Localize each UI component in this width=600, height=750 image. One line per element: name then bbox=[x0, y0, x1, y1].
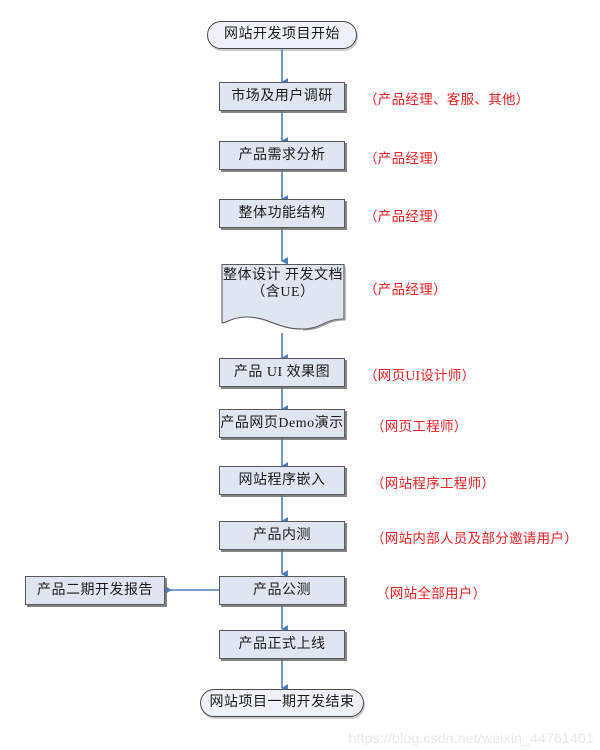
node-web-demo[interactable]: 产品网页Demo演示 bbox=[219, 409, 345, 438]
node-alpha-test-label: 产品内测 bbox=[253, 527, 311, 543]
node-market-research[interactable]: 市场及用户调研 bbox=[219, 82, 345, 111]
node-ui-mockup[interactable]: 产品 UI 效果图 bbox=[219, 358, 345, 387]
node-ui-mockup-label: 产品 UI 效果图 bbox=[233, 364, 331, 380]
node-beta-test-label: 产品公测 bbox=[253, 582, 311, 598]
annotation-function-structure-text: （产品经理） bbox=[364, 209, 447, 224]
node-official-launch[interactable]: 产品正式上线 bbox=[219, 630, 345, 659]
node-requirement-analysis[interactable]: 产品需求分析 bbox=[219, 141, 345, 170]
annotation-alpha-test-text: （网站内部人员及部分邀请用户） bbox=[371, 531, 578, 546]
document-shape-icon bbox=[221, 263, 346, 331]
node-design-document-label: 整体设计 开发文档 （含UE） bbox=[223, 267, 343, 301]
node-end-label: 网站项目一期开发结束 bbox=[209, 695, 355, 711]
annotation-beta-test: （网站全部用户） bbox=[376, 582, 486, 602]
node-phase2-report[interactable]: 产品二期开发报告 bbox=[25, 576, 165, 605]
annotation-function-structure: （产品经理） bbox=[364, 205, 447, 225]
node-start-label: 网站开发项目开始 bbox=[224, 27, 340, 43]
watermark-text: https://blog.csdn.net/weixin_44761401 bbox=[348, 730, 594, 746]
annotation-market-research-text: （产品经理、客服、其他） bbox=[364, 92, 530, 107]
node-function-structure-label: 整体功能结构 bbox=[238, 205, 326, 221]
watermark: https://blog.csdn.net/weixin_44761401 bbox=[348, 730, 594, 746]
node-requirement-analysis-label: 产品需求分析 bbox=[238, 147, 326, 163]
node-program-embed-label: 网站程序嵌入 bbox=[238, 472, 326, 488]
node-phase2-report-label: 产品二期开发报告 bbox=[37, 582, 153, 598]
annotation-ui-mockup-text: （网页UI设计师） bbox=[364, 368, 476, 383]
annotation-program-embed-text: （网站程序工程师） bbox=[371, 476, 496, 491]
node-end[interactable]: 网站项目一期开发结束 bbox=[200, 689, 364, 717]
annotation-beta-test-text: （网站全部用户） bbox=[376, 586, 487, 601]
node-web-demo-label: 产品网页Demo演示 bbox=[220, 415, 344, 431]
annotation-design-document-text: （产品经理） bbox=[364, 282, 447, 297]
node-official-launch-label: 产品正式上线 bbox=[238, 636, 326, 652]
annotation-market-research: （产品经理、客服、其他） bbox=[364, 88, 530, 108]
annotation-web-demo: （网页工程师） bbox=[371, 415, 468, 435]
annotation-design-document: （产品经理） bbox=[364, 278, 447, 298]
node-beta-test[interactable]: 产品公测 bbox=[219, 576, 345, 605]
annotation-web-demo-text: （网页工程师） bbox=[371, 419, 468, 434]
node-alpha-test[interactable]: 产品内测 bbox=[219, 521, 345, 550]
node-market-research-label: 市场及用户调研 bbox=[231, 88, 333, 104]
annotation-requirement-analysis-text: （产品经理） bbox=[364, 151, 447, 166]
annotation-ui-mockup: （网页UI设计师） bbox=[364, 364, 475, 384]
annotation-program-embed: （网站程序工程师） bbox=[371, 472, 495, 492]
node-start[interactable]: 网站开发项目开始 bbox=[207, 21, 357, 49]
node-program-embed[interactable]: 网站程序嵌入 bbox=[219, 466, 345, 495]
node-design-document[interactable]: 整体设计 开发文档 （含UE） bbox=[219, 261, 347, 333]
node-function-structure[interactable]: 整体功能结构 bbox=[219, 199, 345, 228]
annotation-alpha-test: （网站内部人员及部分邀请用户） bbox=[371, 527, 578, 547]
annotation-requirement-analysis: （产品经理） bbox=[364, 147, 447, 167]
